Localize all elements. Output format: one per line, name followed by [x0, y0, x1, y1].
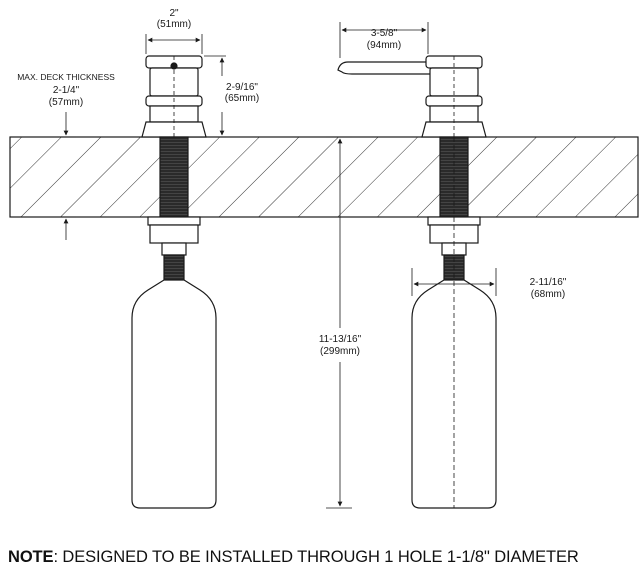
bottle-width-metric: (68mm)	[531, 289, 565, 300]
spout-reach-metric: (94mm)	[367, 40, 401, 51]
left-width-metric: (51mm)	[157, 19, 191, 30]
left-mounting-nut	[147, 216, 201, 256]
deck-thickness-imperial: 2-1/4"	[53, 85, 80, 96]
installation-note: NOTE: DESIGNED TO BE INSTALLED THROUGH 1…	[8, 548, 634, 567]
dimension-labels: 2" (51mm) 2-9/16" (65mm) MAX. DECK THICK…	[17, 8, 567, 357]
spout-reach-imperial: 3-5/8"	[371, 28, 398, 39]
deck-thickness-label: MAX. DECK THICKNESS	[17, 72, 115, 82]
left-lower-shank	[163, 254, 185, 281]
countertop	[9, 136, 639, 218]
left-threaded-shank	[159, 136, 189, 218]
dimension-lines	[50, 22, 497, 509]
right-pump-head	[421, 55, 487, 138]
left-width-imperial: 2"	[169, 8, 179, 19]
left-bottle	[131, 279, 217, 509]
right-spout	[337, 61, 433, 75]
left-dispenser	[131, 55, 217, 509]
left-height-imperial: 2-9/16"	[226, 82, 258, 93]
deck-thickness-metric: (57mm)	[49, 97, 83, 108]
total-depth-metric: (299mm)	[320, 346, 360, 357]
note-text: : DESIGNED TO BE INSTALLED THROUGH 1 HOL…	[53, 548, 579, 566]
note-prefix: NOTE	[8, 548, 54, 566]
left-pump-head	[141, 55, 207, 138]
right-dispenser	[337, 55, 497, 509]
total-depth-imperial: 11-13/16"	[319, 334, 362, 345]
left-height-metric: (65mm)	[225, 93, 259, 104]
bottle-width-imperial: 2-11/16"	[530, 277, 567, 288]
